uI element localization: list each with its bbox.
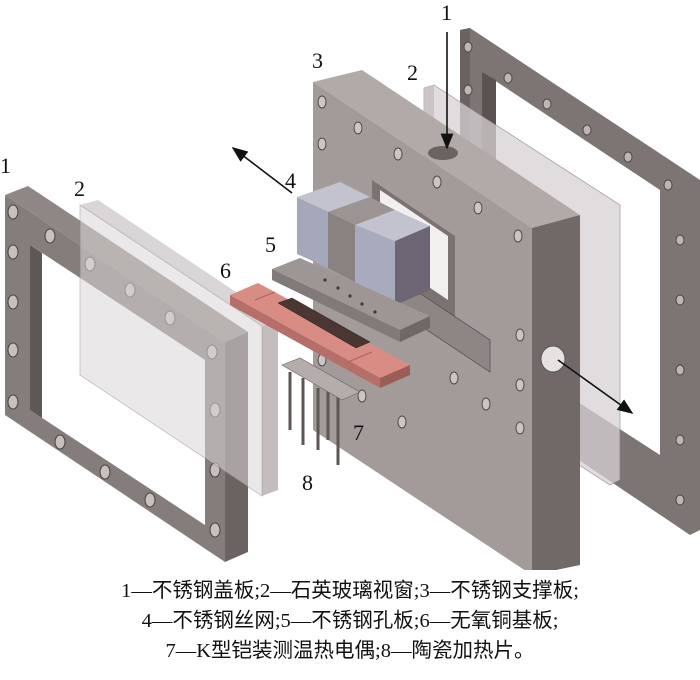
outlet-arrow [557,359,634,414]
callout-5-orifice-plate: 5 [265,232,276,257]
exploded-view-diagram: 1 2 3 2 1 4 5 6 7 8 [0,0,700,570]
gas-outlet-port [540,345,566,373]
front-quartz-window [79,200,278,497]
callout-7-thermocouple: 7 [353,420,364,445]
callout-6-copper-substrate: 6 [220,258,231,283]
callout-8-ceramic-heater: 8 [302,470,313,495]
mesh-arrow [231,147,293,194]
callout-2-back-window: 2 [407,60,418,85]
caption-line: 1—不锈钢盖板;2—石英玻璃视窗;3—不锈钢支撑板; [121,580,579,602]
stainless-orifice-plate [272,258,430,342]
callout-3-support-plate: 3 [312,48,323,73]
callout-1-back-cover: 1 [441,0,452,25]
k-type-thermocouples [288,372,340,465]
stainless-steel-mesh [297,182,430,305]
callout-4-mesh: 4 [285,168,296,193]
copper-substrate [230,283,410,388]
flow-arrows [231,32,634,414]
caption-line: 7—K型铠装测温热电偶;8—陶瓷加热片。 [165,640,535,662]
caption-line: 4—不锈钢丝网;5—不锈钢孔板;6—无氧铜基板; [141,610,559,632]
gas-inlet-port [428,146,458,160]
ceramic-heater [281,357,361,401]
callout-1-front-cover: 1 [0,153,11,178]
figure-caption: 1—不锈钢盖板;2—石英玻璃视窗;3—不锈钢支撑板; 4—不锈钢丝网;5—不锈钢… [0,576,700,666]
callout-2-front-window: 2 [74,176,85,201]
